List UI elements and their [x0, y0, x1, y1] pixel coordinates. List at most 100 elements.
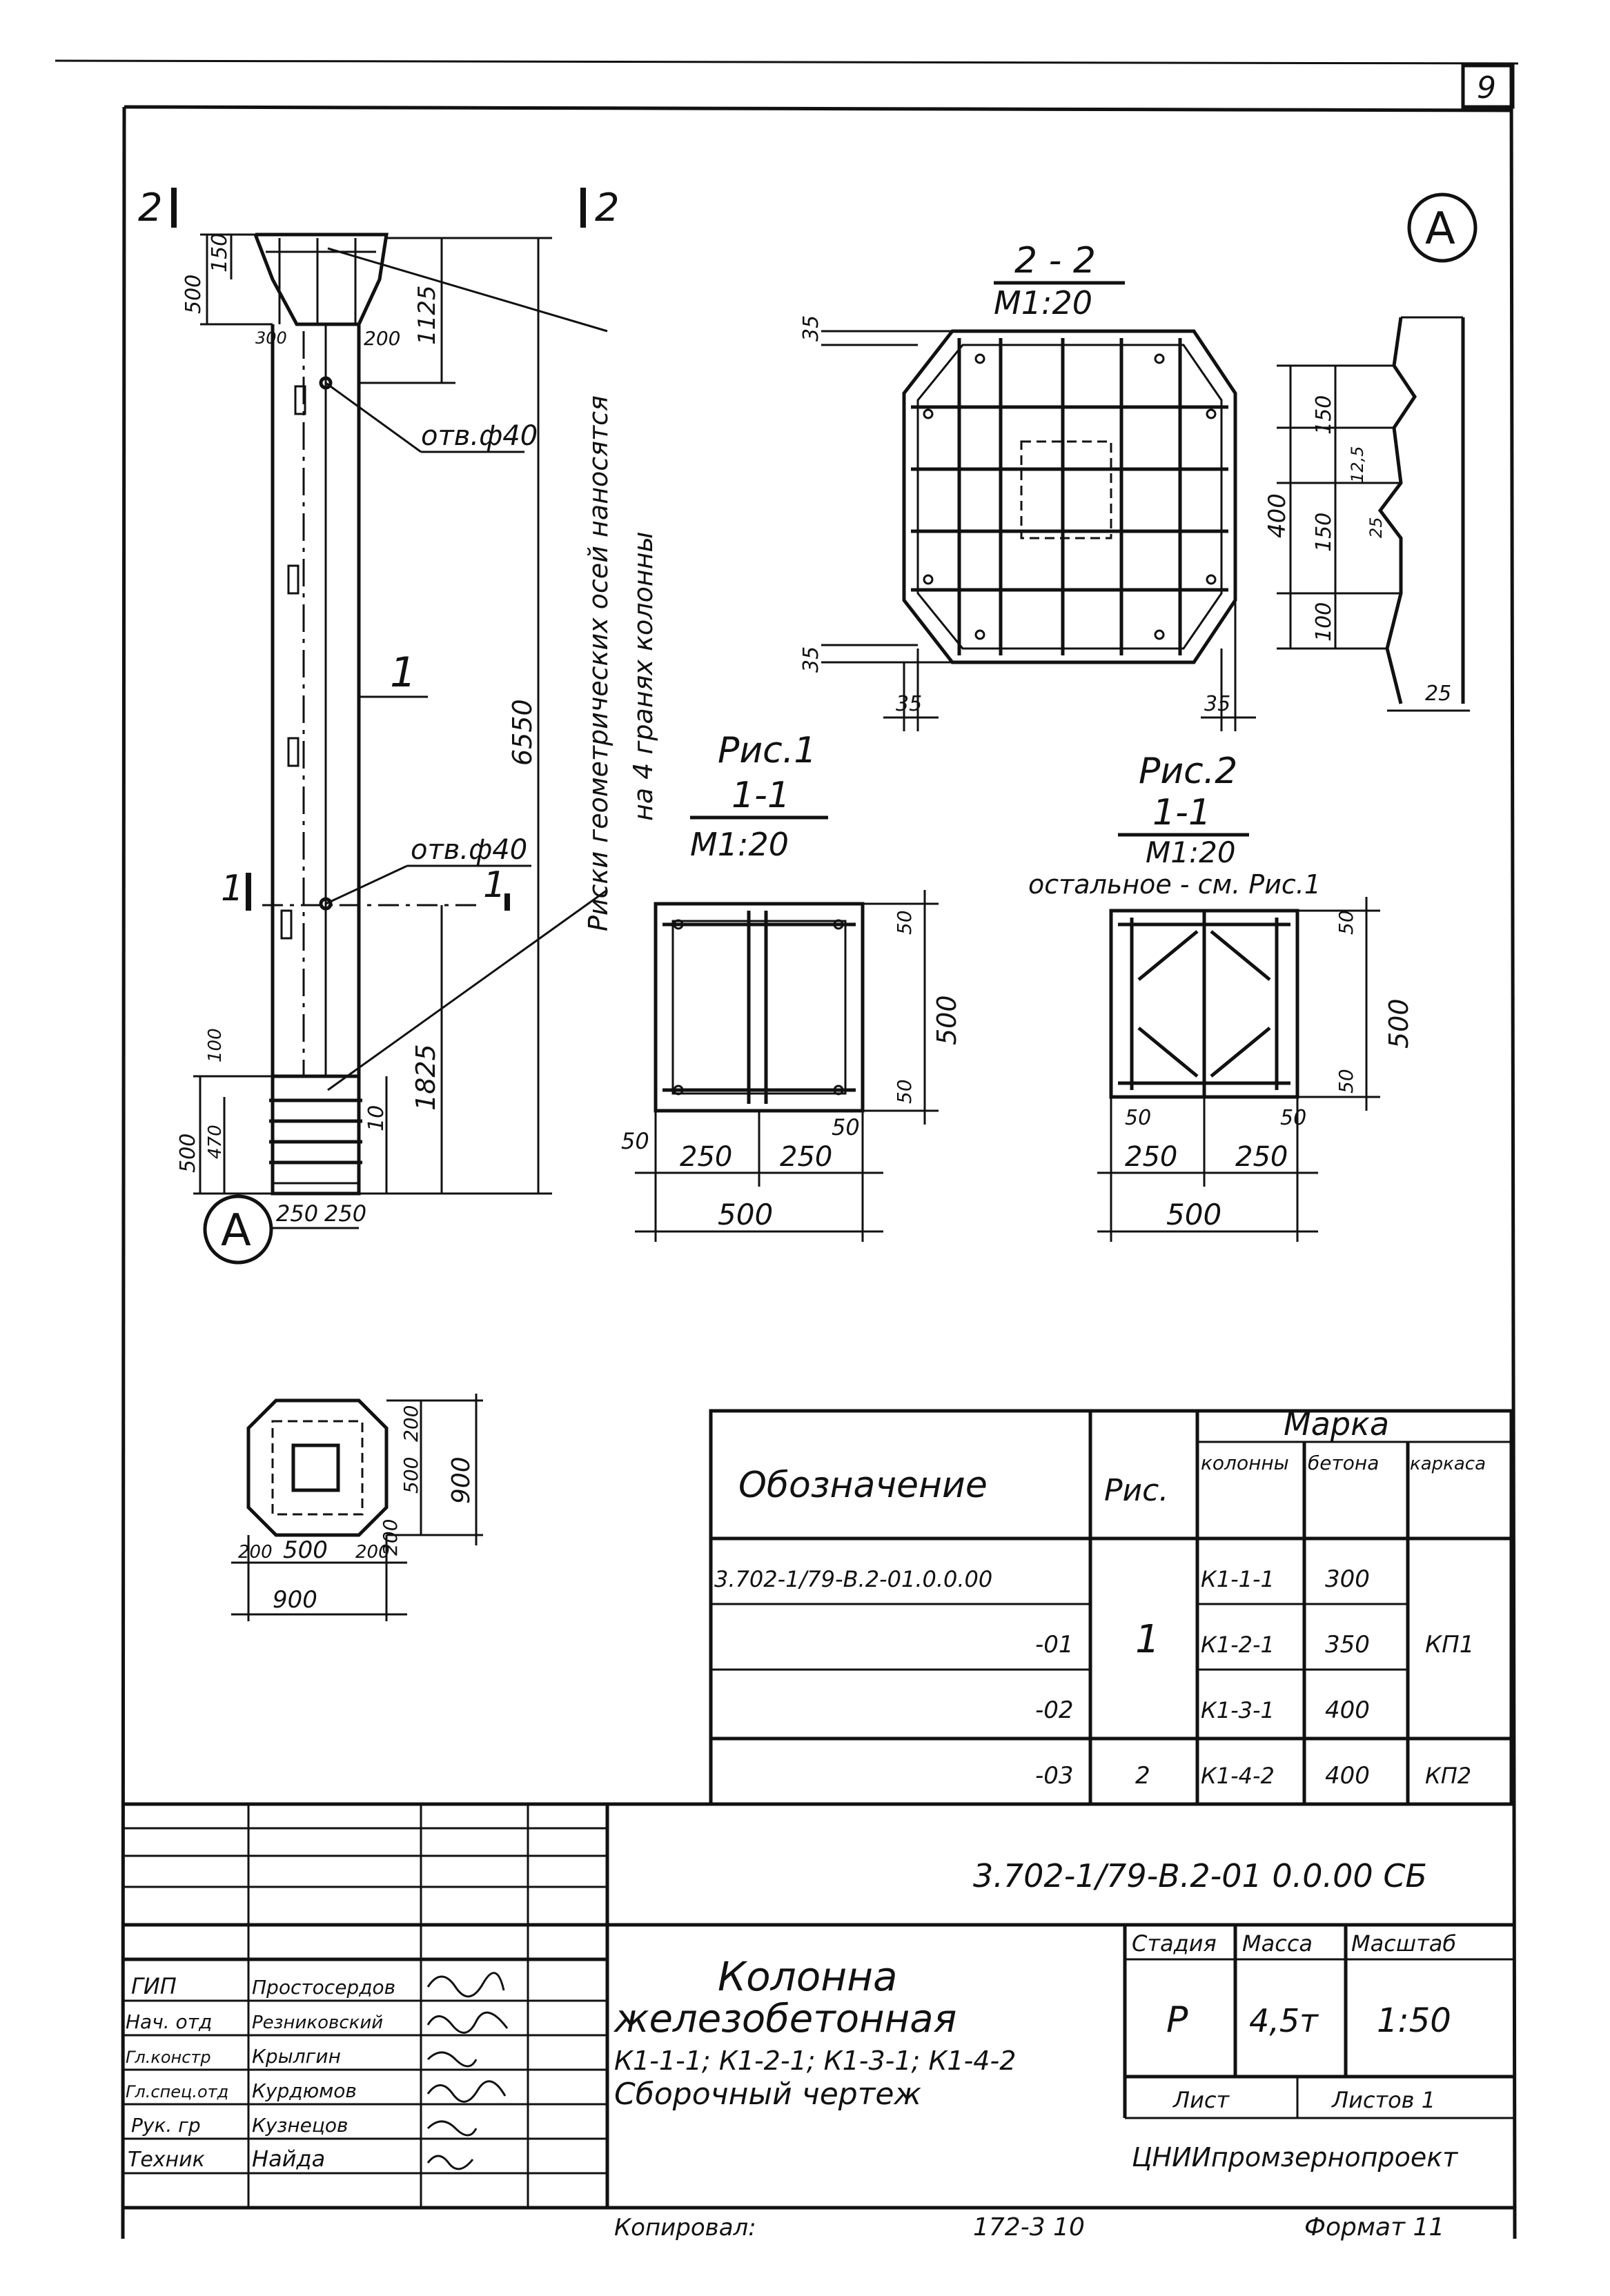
spec-row-2-concrete: 400: [1325, 1696, 1370, 1724]
tb-staff-1-name: Резниковский: [252, 2012, 383, 2033]
fig2-dim-500v: 500: [1384, 998, 1414, 1049]
sheet-frame: 9: [55, 59, 1519, 2239]
section-mark-2-right: 2: [595, 186, 620, 230]
plan-dim-900h: 900: [273, 1586, 317, 1614]
spec-frame-group-1: КП1: [1425, 1631, 1474, 1659]
spec-row-3-fig: 2: [1135, 1762, 1150, 1790]
spec-sub-concrete: бетона: [1308, 1452, 1379, 1474]
spec-col-fig: Рис.: [1104, 1473, 1168, 1508]
fig2-note: остальное - см. Рис.1: [1028, 869, 1321, 900]
section-22-scale: М1:20: [994, 284, 1092, 321]
detA-dim-12-5: 12,5: [1348, 446, 1367, 483]
footer-copied: Копировал:: [614, 2214, 756, 2241]
fig2-dim-500h: 500: [1166, 1198, 1221, 1231]
detA-dim-25-mid: 25: [1366, 517, 1386, 538]
plan-dim-200-right: 200: [379, 1519, 402, 1556]
dim-10: 10: [364, 1105, 389, 1131]
plan-dim-200-bottom: 200: [355, 1542, 390, 1563]
fig2-dim-50-left: 50: [1125, 1106, 1151, 1130]
spec-col-marka: Марка: [1284, 1405, 1389, 1443]
tb-staff-4-role: Рук. гр: [131, 2114, 201, 2137]
fig2-dim-250a: 250: [1125, 1141, 1177, 1173]
tb-organization: ЦНИИпромзернопроект: [1132, 2142, 1459, 2173]
spec-row-0-concrete: 300: [1325, 1565, 1370, 1593]
fig1-dim-50-bottom: 50: [832, 1114, 860, 1140]
spec-row-3-frame: КП2: [1425, 1763, 1471, 1789]
spec-row-2-designation: -02: [1035, 1696, 1074, 1724]
dim-470: 470: [205, 1125, 226, 1159]
spec-row-0-column: К1-1-1: [1201, 1566, 1275, 1592]
plan-dim-200-top: 200: [400, 1405, 422, 1442]
detail-a: А 400 150 150 100 12,5 25 25: [1264, 192, 1478, 712]
detA-dim-25-bottom: 25: [1425, 682, 1451, 706]
callout-a-detail: А: [1425, 204, 1455, 255]
fig2-caption: Рис.2: [1139, 751, 1237, 792]
fig1-title: 1-1: [732, 775, 790, 816]
tb-staff-2-name: Крылгин: [252, 2045, 341, 2068]
dim-6550: 6550: [507, 699, 538, 766]
spec-sub-frame: каркаса: [1410, 1454, 1486, 1474]
callout-a-main: А: [221, 1205, 251, 1256]
footer-format: Формат 11: [1304, 2213, 1444, 2241]
fig2-dim-50-top: 50: [1335, 910, 1357, 935]
section-22-title: 2 - 2: [1014, 240, 1096, 281]
spec-row-1-designation: -01: [1035, 1631, 1074, 1659]
footer-number: 172-3 10: [973, 2213, 1085, 2241]
dim-200-head: 200: [364, 327, 400, 350]
bar-mark-1: 1: [390, 649, 416, 697]
s22-dim-35-bottom: 35: [799, 646, 823, 673]
tb-staff-5-role: Техник: [128, 2148, 205, 2172]
spec-row-1-column: К1-2-1: [1201, 1632, 1275, 1658]
fig1-caption: Рис.1: [718, 730, 816, 771]
fig2-title: 1-1: [1152, 792, 1211, 833]
s22-dim-35-right: 35: [1204, 692, 1230, 716]
spec-sub-column: колонны: [1201, 1452, 1289, 1474]
dim-300-head: 300: [255, 328, 287, 348]
fig1-dim-250b: 250: [780, 1141, 832, 1173]
tb-doc-code: 3.702-1/79-В.2-01 0.0.00 СБ: [973, 1857, 1427, 1894]
tb-staff-1-role: Нач. отд: [126, 2010, 212, 2033]
spec-table: Обозначение Рис. Марка колонны бетона ка…: [709, 1405, 1513, 1806]
tb-staff-4-name: Кузнецов: [252, 2114, 348, 2137]
dim-500-top: 500: [181, 275, 206, 314]
section-mark-2-left: 2: [138, 186, 163, 230]
tb-staff-0-name: Простосердов: [252, 1976, 395, 1999]
detA-dim-150-mid: 150: [1312, 513, 1336, 552]
tb-name-line1: Колонна: [718, 1953, 898, 2000]
plan-view: 900 200 500 200 200 500 200 900: [231, 1394, 483, 1621]
title-block: 3.702-1/79-В.2-01 0.0.00 СБ Колонна желе…: [123, 1802, 1515, 2241]
detA-dim-400: 400: [1264, 493, 1291, 538]
detA-dim-100: 100: [1312, 602, 1336, 642]
fig1-scale: М1:20: [690, 826, 789, 863]
fig2-scale: М1:20: [1146, 835, 1236, 869]
axis-note-line2: на 4 гранях колонны: [628, 531, 658, 821]
section-mark-1-left: 1: [221, 868, 244, 909]
tb-staff-0-role: ГИП: [131, 1973, 177, 1999]
plan-dim-900v: 900: [447, 1456, 475, 1504]
tb-staff-2-role: Гл.констр: [126, 2048, 211, 2067]
tb-staff-3-role: Гл.спец.отд: [126, 2082, 228, 2101]
plan-dim-500h: 500: [283, 1536, 328, 1564]
dim-1825: 1825: [411, 1044, 441, 1111]
spec-row-1-concrete: 350: [1325, 1631, 1370, 1659]
hole-label-top: отв.ф40: [421, 420, 538, 452]
tb-sheet-label: Лист: [1172, 2087, 1230, 2113]
tb-stage-label: Стадия: [1132, 1930, 1217, 1957]
dim-250a-bottom: 250: [276, 1200, 318, 1227]
tb-name-line3: К1-1-1; К1-2-1; К1-3-1; К1-4-2: [614, 2046, 1016, 2076]
tb-scale: 1:50: [1377, 2001, 1451, 2040]
spec-row-3-designation: -03: [1035, 1762, 1074, 1790]
hole-label-mid: отв.ф40: [411, 834, 527, 866]
fig-2: Рис.2 1-1 М1:20 остальное - см. Рис.1 50…: [1028, 751, 1414, 1242]
fig1-dim-50-right: 50: [893, 1079, 916, 1104]
dim-1125: 1125: [413, 285, 441, 345]
tb-staff-5-name: Найда: [252, 2146, 325, 2172]
plan-dim-200-left: 200: [238, 1542, 273, 1563]
spec-col-designation: Обозначение: [738, 1465, 988, 1506]
spec-fig-group-1: 1: [1135, 1617, 1160, 1662]
dim-500-bottom: 500: [176, 1134, 200, 1173]
tb-scale-label: Масштаб: [1351, 1930, 1456, 1957]
tb-name-line4: Сборочный чертеж: [614, 2077, 921, 2112]
fig-1: Рис.1 1-1 М1:20 500 50 50 50 50 250 250 …: [621, 730, 962, 1242]
